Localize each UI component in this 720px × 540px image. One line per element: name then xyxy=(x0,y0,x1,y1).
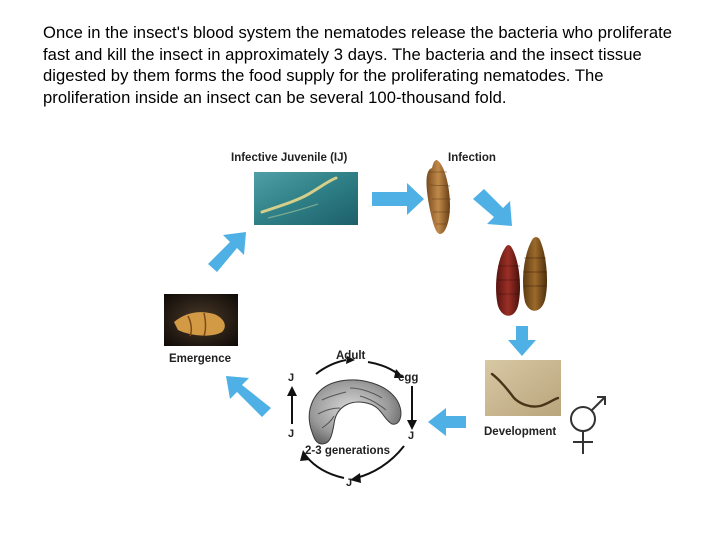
label-adult: Adult xyxy=(336,350,366,362)
cadaver-image xyxy=(308,379,402,445)
arrow-j-to-adult xyxy=(315,359,347,375)
label-egg: egg xyxy=(398,372,419,384)
infective-juvenile-photo xyxy=(254,172,358,225)
emergence-photo xyxy=(164,294,238,346)
arrow-emergence-to-ij xyxy=(208,232,246,272)
label-j-right: J xyxy=(408,430,415,442)
label-j-left-bottom: J xyxy=(288,428,295,440)
arrow-bottom-to-j xyxy=(305,455,345,479)
label-infective-juvenile: Infective Juvenile (IJ) xyxy=(231,152,348,164)
cycle-arrows xyxy=(208,183,536,436)
label-generations: 2-3 generations xyxy=(305,445,390,457)
label-infection: Infection xyxy=(448,152,496,164)
label-development: Development xyxy=(484,426,557,438)
label-j-bottom: J xyxy=(346,477,353,489)
arrow-host-to-development xyxy=(508,326,536,356)
description-paragraph: Once in the insect's blood system the ne… xyxy=(43,23,673,107)
arrow-adult-to-egg xyxy=(367,361,399,375)
male-female-symbol xyxy=(570,396,606,454)
arrow-infection-to-host xyxy=(473,189,512,226)
arrow-ij-to-infection xyxy=(372,183,424,215)
label-j-left-top: J xyxy=(288,372,295,384)
arrow-cadaver-to-emergence xyxy=(226,376,271,417)
infection-larva-image xyxy=(426,160,451,234)
development-photo xyxy=(485,360,561,416)
internal-cycle-arrows xyxy=(287,356,417,483)
label-emergence: Emergence xyxy=(169,353,232,365)
arrow-development-to-cadaver xyxy=(428,408,466,436)
infected-larvae-image xyxy=(496,237,548,316)
